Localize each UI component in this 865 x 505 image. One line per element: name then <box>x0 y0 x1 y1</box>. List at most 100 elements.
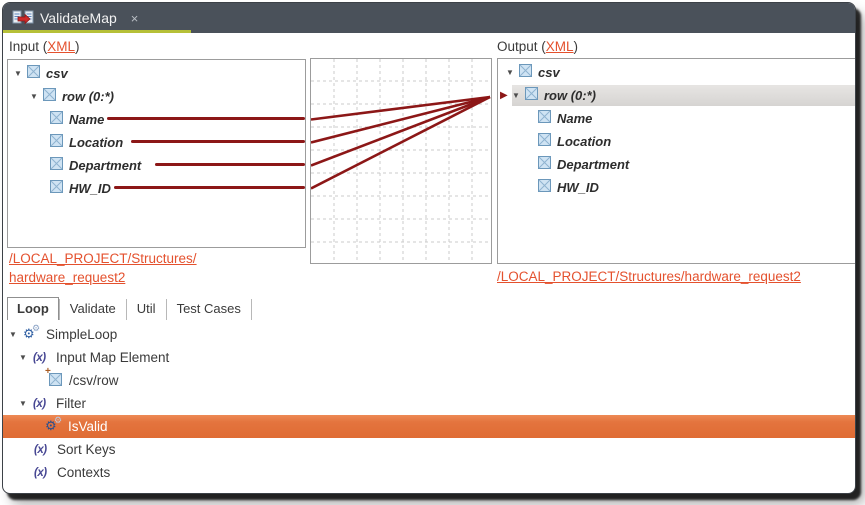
gears-icon: ⚙ ⚙ <box>23 323 41 341</box>
node-label: Name <box>557 111 593 126</box>
node-label: csv <box>538 65 560 80</box>
xml-element-icon <box>50 179 67 198</box>
map-document-icon <box>12 9 34 27</box>
input-label-prefix: Input ( <box>9 39 48 54</box>
xml-element-icon <box>538 155 555 174</box>
function-icon: (x) <box>33 351 46 364</box>
tab-test-cases[interactable]: Test Cases <box>167 299 252 320</box>
bottom-tab-strip: Loop Validate Util Test Cases <box>3 297 855 320</box>
node-label: Input Map Element <box>56 350 170 365</box>
node-label: Location <box>557 134 612 149</box>
output-xml-link[interactable]: XML <box>545 39 574 54</box>
output-structure-link[interactable]: /LOCAL_PROJECT/Structures/hardware_reque… <box>497 269 801 284</box>
input-tree-panel: ▼ csv ▼ row (0:*) Name Location Departme… <box>7 59 306 248</box>
xml-element-icon <box>27 64 44 83</box>
input-label-suffix: ) <box>75 39 80 54</box>
input-structure-link-line2: hardware_request2 <box>9 270 126 285</box>
input-tree-node-hwid[interactable]: HW_ID <box>8 177 305 200</box>
node-label: Name <box>69 112 105 127</box>
input-xml-link[interactable]: XML <box>47 39 76 54</box>
active-tab-underline <box>3 30 191 33</box>
expander-icon[interactable]: ▼ <box>19 399 27 408</box>
output-label-suffix: ) <box>573 39 579 54</box>
loop-node-isvalid-selected[interactable]: ⚙ ⚙ IsValid <box>3 415 855 438</box>
function-icon: (x) <box>34 466 47 479</box>
output-tree-node-department[interactable]: Department <box>498 153 855 176</box>
loop-node-csv-row[interactable]: + /csv/row <box>3 366 855 392</box>
output-panel-label: Output (XML) <box>497 39 578 57</box>
output-tree-node-csv[interactable]: ▼ csv <box>498 61 855 84</box>
input-tree-node-row[interactable]: ▼ row (0:*) <box>8 85 305 108</box>
xml-element-icon <box>43 87 60 106</box>
xml-element-icon <box>538 109 555 128</box>
node-label: IsValid <box>68 419 108 434</box>
node-label: HW_ID <box>557 180 599 195</box>
function-icon: (x) <box>34 443 47 456</box>
output-tree-panel: ▼ csv ▶ ▼ row (0:*) Name Location Depart… <box>497 58 855 264</box>
node-label: row (0:*) <box>62 89 114 104</box>
xml-element-icon <box>50 156 67 175</box>
loop-node-sort-keys[interactable]: (x) Sort Keys <box>3 438 855 461</box>
mapping-canvas-grid <box>310 59 491 263</box>
expander-icon[interactable]: ▼ <box>9 330 17 339</box>
xml-element-icon <box>538 178 555 197</box>
node-label: Location <box>69 135 124 150</box>
node-label: Filter <box>56 396 86 411</box>
editor-tab-bar: ValidateMap × <box>3 3 855 33</box>
output-tree-node-name[interactable]: Name <box>498 107 855 130</box>
gears-icon: ⚙ ⚙ <box>45 415 63 433</box>
xml-element-icon <box>519 63 536 82</box>
selected-row-highlight-orange <box>3 415 855 438</box>
input-tree-node-location[interactable]: Location <box>8 131 305 154</box>
output-label-prefix: Output ( <box>497 39 546 54</box>
input-panel-label: Input (XML) <box>9 39 80 57</box>
node-label: Sort Keys <box>57 442 116 457</box>
mapping-line-location[interactable] <box>131 140 305 143</box>
input-structure-link[interactable]: /LOCAL_PROJECT/Structures/ hardware_requ… <box>9 249 239 287</box>
input-tree-node-csv[interactable]: ▼ csv <box>8 62 305 85</box>
loop-node-simpleloop[interactable]: ▼ ⚙ ⚙ SimpleLoop <box>3 323 855 346</box>
xml-element-icon <box>538 132 555 151</box>
node-label: Department <box>557 157 630 172</box>
output-tree-node-hwid[interactable]: HW_ID <box>498 176 855 199</box>
expander-icon[interactable]: ▼ <box>14 69 22 78</box>
mapping-line-name[interactable] <box>107 117 305 120</box>
xml-element-icon <box>50 133 67 152</box>
function-icon: (x) <box>33 397 46 410</box>
node-label: HW_ID <box>69 181 111 196</box>
tab-util[interactable]: Util <box>127 299 167 320</box>
selected-row-highlight <box>512 85 855 106</box>
tab-validate[interactable]: Validate <box>58 299 127 320</box>
mapper-window: ValidateMap × Input (XML) Output (XML) ▼… <box>2 2 856 494</box>
plus-badge-icon: + <box>45 365 51 377</box>
mapping-target-arrow-icon: ▶ <box>500 90 508 101</box>
loop-node-input-map-element[interactable]: ▼ (x) Input Map Element <box>3 346 855 369</box>
node-label: Contexts <box>57 465 111 480</box>
expander-icon[interactable]: ▼ <box>506 68 514 77</box>
node-label: row (0:*) <box>544 88 596 103</box>
editor-tab-title: ValidateMap <box>40 10 117 26</box>
node-label: /csv/row <box>69 373 119 388</box>
input-tree-node-department[interactable]: Department <box>8 154 305 177</box>
node-label: SimpleLoop <box>46 327 118 342</box>
input-tree-node-name[interactable]: Name <box>8 108 305 131</box>
mapping-canvas[interactable] <box>310 58 492 264</box>
loop-node-filter[interactable]: ▼ (x) Filter <box>3 392 855 415</box>
close-icon[interactable]: × <box>130 10 139 26</box>
xml-element-icon <box>50 110 67 129</box>
mapping-line-department[interactable] <box>155 163 305 166</box>
node-label: csv <box>46 66 68 81</box>
node-label: Department <box>69 158 142 173</box>
output-tree-node-location[interactable]: Location <box>498 130 855 153</box>
loop-tree: ▼ ⚙ ⚙ SimpleLoop ▼ (x) Input Map Element… <box>3 323 855 484</box>
editor-tab-validatemap[interactable]: ValidateMap × <box>3 3 191 33</box>
tab-loop[interactable]: Loop <box>7 297 59 320</box>
expander-icon[interactable]: ▼ <box>19 353 27 362</box>
expander-icon[interactable]: ▼ <box>512 91 520 100</box>
input-structure-link-line1: /LOCAL_PROJECT/Structures/ <box>9 251 197 266</box>
expander-icon[interactable]: ▼ <box>30 92 38 101</box>
loop-node-contexts[interactable]: (x) Contexts <box>3 461 855 484</box>
mapping-line-hwid[interactable] <box>114 186 305 189</box>
output-tree-node-row-selected[interactable]: ▶ ▼ row (0:*) <box>498 84 855 107</box>
xml-element-mapped-icon: + <box>45 366 66 389</box>
